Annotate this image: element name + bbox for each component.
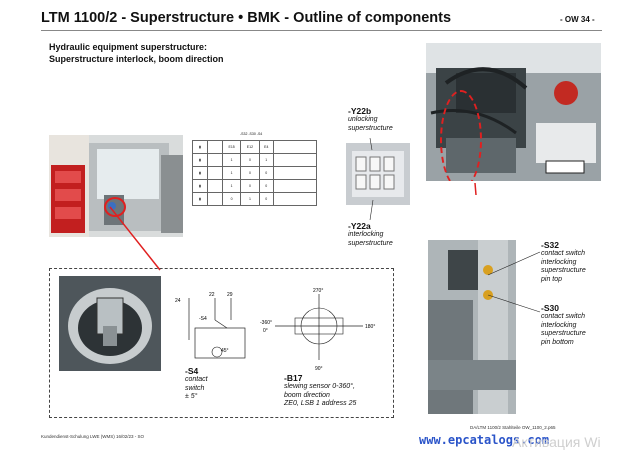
b17-desc-3: ZE0, LSB 1 address 25: [284, 400, 357, 407]
y22b-desc-2: superstructure: [348, 124, 393, 132]
footer-left: Kundendienst-Schulung LWE (WMS) 16/02/23…: [41, 434, 144, 439]
y22b-desc-1: unlocking: [348, 116, 378, 123]
deg-270: 270°: [313, 288, 323, 294]
deg-180: 180°: [365, 324, 375, 330]
s4-code: -S4: [185, 366, 199, 376]
diagram-s4: -S4: [199, 316, 207, 322]
table-row: ▮ 0 1 0: [192, 192, 317, 206]
label-b17: -B17 slewing sensor 0-360°, boom directi…: [284, 373, 356, 409]
s32-desc-3: superstructure: [541, 267, 586, 274]
watermark-link[interactable]: www.epcatalogs.com: [419, 433, 550, 447]
s30-desc-4: pin bottom: [541, 338, 574, 346]
s4-desc-2: switch: [185, 384, 205, 392]
cab-highlight-circle: [104, 197, 126, 217]
table-row: ▮ 1 0 0: [192, 166, 317, 180]
terminal-24: 24: [175, 298, 181, 304]
valve-photo: [346, 143, 410, 205]
terminal-22: 22: [209, 292, 215, 298]
s32-code: -S32: [541, 240, 559, 250]
table-header-s30: -S30: [248, 132, 256, 136]
header-rule: [41, 30, 602, 31]
table-row: ▮ 1 0 1: [192, 153, 317, 167]
activation-overlay: Активация Wi: [512, 434, 601, 450]
table-header-s32: -S32: [240, 132, 248, 136]
diagram-angle: 45°: [221, 348, 229, 354]
table-cell: 1: [240, 192, 260, 206]
s32-desc-1: contact switch: [541, 250, 585, 257]
subtitle-line-2: Superstructure interlock, boom direction: [49, 54, 224, 64]
label-s30: -S30 contact switch interlocking superst…: [541, 303, 586, 347]
subtitle-line-1: Hydraulic equipment superstructure:: [49, 42, 208, 52]
s32-desc-2: interlocking: [541, 258, 577, 266]
y22a-desc-2: superstructure: [348, 239, 393, 247]
y22a-code: -Y22a: [348, 221, 371, 231]
switch-table-grid: ▮ E15 E12 E4 ▮ 1 0 1 ▮ 1 0 0 ▮ 1 0 0: [192, 140, 317, 206]
page-number: - OW 34 -: [560, 15, 595, 24]
sensor-photo-art: [59, 276, 161, 371]
y22a-desc-1: interlocking: [348, 231, 384, 238]
hydraulics-highlight-circle: [440, 90, 482, 181]
table-header-s4: -S4: [256, 132, 263, 136]
terminal-29: 29: [227, 292, 233, 298]
s30-code: -S30: [541, 303, 559, 313]
label-s32: -S32 contact switch interlocking superst…: [541, 240, 586, 284]
s30-desc-1: contact switch: [541, 313, 585, 320]
s30-desc-2: interlocking: [541, 321, 577, 329]
hydraulics-photo: [426, 43, 601, 181]
b17-code: -B17: [284, 373, 303, 383]
switch-position-table: -S32 -S30 -S4 ▮ E15 E12 E4 ▮ 1 0 1 ▮ 1 0…: [192, 132, 317, 228]
table-header: -S32 -S30 -S4: [240, 132, 262, 136]
schematic-diagram: 24 22 29 -S4 45° 270° -360° 0° 180° 90°: [175, 288, 375, 372]
turntable-photo-art: [428, 240, 516, 414]
sensor-photo: [59, 276, 161, 371]
page-title: LTM 1100/2 - Superstructure • BMK - Outl…: [41, 10, 452, 26]
deg-0: 0°: [263, 328, 268, 334]
y22b-code: -Y22b: [348, 106, 372, 116]
table-cell: 0: [258, 192, 275, 206]
b17-desc-2: boom direction: [284, 391, 330, 399]
label-y22b: -Y22b unlocking superstructure: [348, 106, 393, 133]
detail-frame: [49, 268, 394, 418]
s32-desc-4: pin top: [541, 275, 563, 283]
s30-desc-3: superstructure: [541, 330, 586, 337]
footer-right: DA/LTM 1100/2 Stahlteile OW_1100_2.p65: [470, 425, 556, 430]
cab-photo: [49, 135, 183, 237]
label-y22a: -Y22a interlocking superstructure: [348, 221, 393, 248]
label-s4: -S4 contact switch ± 5°: [185, 366, 208, 402]
b17-desc-1: slewing sensor 0-360°,: [284, 383, 355, 390]
cab-photo-art: [49, 135, 183, 237]
deg-90: 90°: [315, 366, 323, 372]
s4-desc-1: contact: [185, 376, 208, 383]
valve-photo-art: [346, 143, 410, 205]
section-subtitle: Hydraulic equipment superstructure: Supe…: [49, 41, 224, 65]
deg-360: -360°: [260, 320, 272, 326]
s4-desc-3: ± 5°: [185, 393, 198, 400]
